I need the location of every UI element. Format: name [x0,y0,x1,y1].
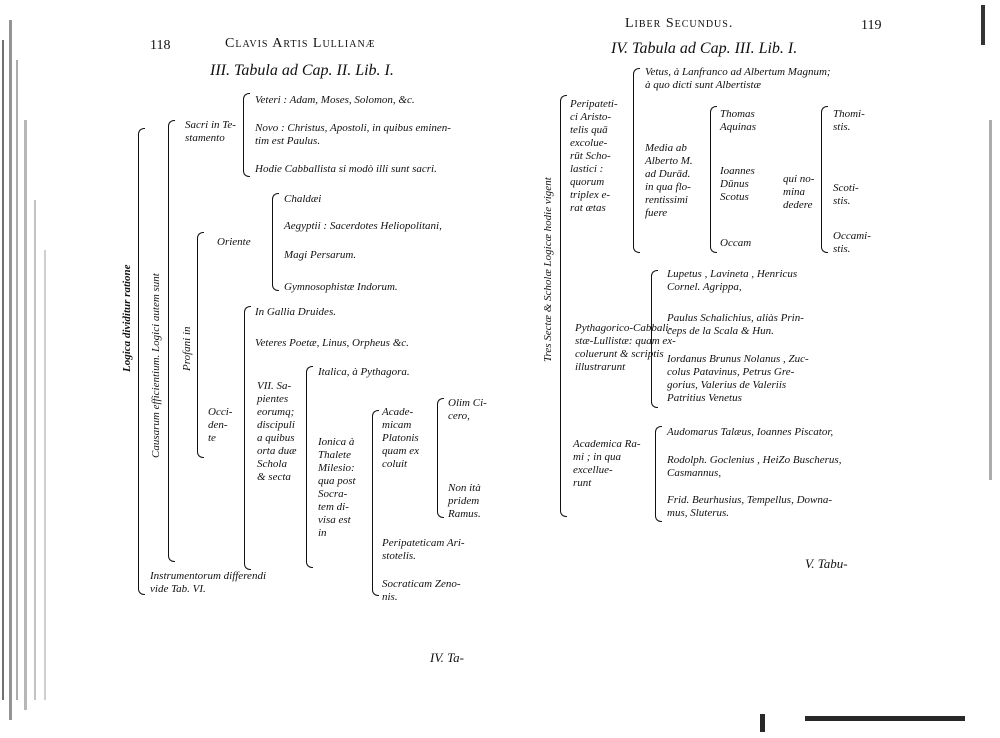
media: Media ab Alberto M. ad Durād. in qua flo… [645,142,693,219]
right-page: 119 Liber Secundus. IV. Tabula ad Cap. I… [505,0,1000,738]
brace-oriente [272,193,279,291]
peripateticam: Peripateticam Ari- stotelis. [382,537,465,562]
vertical-label-causarum: Causarum efficientium. Logici autem sunt [150,273,162,458]
scan-edge-right-2 [989,120,992,480]
occidente-item-druides: In Gallia Druides. [255,306,336,318]
left-page: 118 Clavis Artis Lullianæ III. Tabula ad… [2,20,487,720]
vertical-label-logica: Logica dividitur ratione [121,264,133,372]
scan-edge-left-6 [44,250,46,700]
occidente-item-poetae: Veteres Poetæ, Linus, Orpheus &c. [255,337,409,349]
brace-ionica [372,410,379,596]
scan-edge-left-5 [34,200,36,700]
sacri-item-veteri: Veteri : Adam, Moses, Solomon, &c. [255,94,415,106]
academicam-label: Acade- micam Platonis quam ex coluit [382,406,419,470]
scan-edge-left-2 [9,20,12,720]
brace-tres-sectae [560,95,567,517]
page-number: 119 [861,18,882,33]
catchword: IV. Ta- [430,650,464,665]
oriente-item-gymnosophistae: Gymnosophistæ Indorum. [284,281,398,293]
pythagorico-item-brunus: Iordanus Brunus Nolanus , Zuc- colus Pat… [667,353,809,404]
academica-label: Academica Ra- mi ; in qua excellue- runt [573,438,641,489]
oriente-label: Oriente [217,236,251,248]
ionica-label: Ionica à Thalete Milesio: qua post Socra… [318,436,356,539]
running-head: Clavis Artis Lullianæ [225,36,376,51]
academica-item-goclenius: Rodolph. Goclenius , HeiZo Buscherus, Ca… [667,454,842,479]
scotistis: Scoti- stis. [833,182,859,207]
brace-academica [655,426,662,522]
qui-nomina-dedere: qui no- mina dedere [783,173,815,211]
occidente-label: Occi- den- te [208,406,233,444]
page-number: 118 [150,38,171,53]
sacri-item-hodie: Hodie Cabballista si modò illi sunt sacr… [255,163,437,175]
brace-pythagorico [651,270,658,408]
brace-scholastici-names [710,106,717,253]
italica: Italica, à Pythagora. [318,366,410,378]
olim-cicero: Olim Ci- cero, [448,397,487,422]
brace-academicam [437,398,444,518]
scan-edge-left-3 [16,60,18,700]
non-ita-ramus: Non ità pridem Ramus. [448,482,481,520]
brace-sacri [243,93,250,177]
table-title: IV. Tabula ad Cap. III. Lib. I. [611,40,798,57]
oriente-item-aegyptii: Aegyptii : Sacerdotes Heliopolitani, [284,220,442,232]
oriente-item-chaldaei: Chaldæi [284,193,322,205]
occam: Occam [720,237,752,249]
brace-peripatetici [633,68,640,253]
sapientes-label: VII. Sa- pientes eorumq; discipuli a qui… [257,380,297,483]
oriente-item-magi: Magi Persarum. [284,249,357,261]
instrumentorum: Instrumentorum differendi vide Tab. VI. [150,570,266,595]
brace-occidente [244,306,251,570]
brace-nomina [821,106,828,253]
sacri-item-novo: Novo : Christus, Apostoli, in quibus emi… [255,122,451,147]
scan-bottom-bar [805,716,965,721]
occamistis: Occami- stis. [833,230,871,255]
scan-edge-right [981,5,985,45]
thomas-aquinas: Thomas Aquinas [720,108,757,133]
sacri-label: Sacri in Te- stamento [185,119,236,144]
catchword: V. Tabu- [805,556,848,571]
academica-item-beurhusius: Frid. Beurhusius, Tempellus, Downa- mus,… [667,494,833,519]
vertical-label-tres-sectae: Tres Sectæ & Scholæ Logicæ hodie vigent [542,177,554,362]
brace-profani [197,232,204,458]
brace-logica [138,128,145,595]
table-title: III. Tabula ad Cap. II. Lib. I. [210,62,394,79]
scan-edge-left-4 [24,120,27,710]
vertical-label-profani: Profani in [181,326,193,371]
brace-causarum [168,120,175,562]
pythagorico-item-schalichius: Paulus Schalichius, aliàs Prin- ceps de … [667,312,804,337]
scan-bottom-mark [760,714,765,732]
socraticam: Socraticam Zeno- nis. [382,578,461,603]
running-head: Liber Secundus. [625,16,734,31]
brace-sapientes [306,366,313,568]
peripatetici-label: Peripateti- ci Aristo- telis quā excolue… [570,98,618,214]
academica-item-talaeus: Audomarus Talæus, Ioannes Piscator, [667,426,834,438]
pythagorico-item-lupetus: Lupetus , Lavineta , Henricus Cornel. Ag… [667,268,798,293]
ioannes-scotus: Ioannes Dūnus Scotus [720,165,755,203]
thomistis: Thomi- stis. [833,108,865,133]
vetus: Vetus, à Lanfranco ad Albertum Magnum; à… [645,66,831,91]
scan-edge-left [2,40,4,700]
pythagorico-label: Pythagorico-Cabbali- stæ-Lullistæ: quam … [575,322,676,373]
